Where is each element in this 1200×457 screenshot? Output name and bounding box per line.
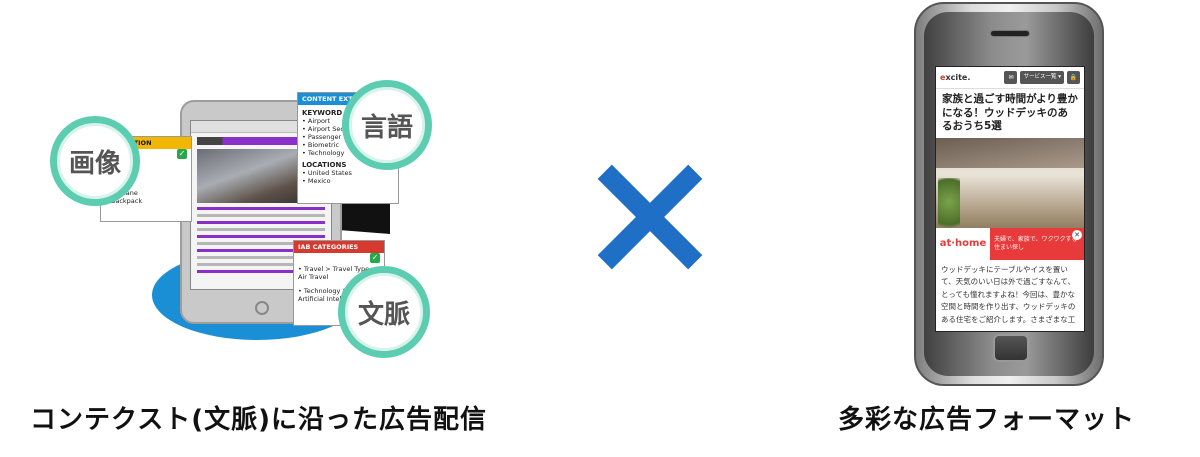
contextual-ad-illustration: EXTRACTION ✓ • Airplane • Backpack CONTE… xyxy=(40,80,460,358)
ad-banner[interactable]: at·home 夫婦で、家族で、ワクワクする住まい探し ✕ xyxy=(936,227,1084,260)
language-bubble: 言語 xyxy=(342,80,432,170)
context-bubble: 文脈 xyxy=(338,266,430,358)
check-icon: ✓ xyxy=(177,149,187,159)
services-menu-button[interactable]: サービス一覧 ▾ xyxy=(1020,71,1064,84)
article-body: ウッドデッキにテーブルやイスを置いて、天気のいい日は外で過ごすなんて、とっても憧… xyxy=(941,264,1076,324)
contextual-ad-caption: コンテクスト(文脈)に沿った広告配信 xyxy=(30,405,487,435)
ad-logo: at·home xyxy=(936,227,990,260)
smartphone-device: excite. ✉ サービス一覧 ▾ 🔒 家族と過ごす時間がより豊かになる！ウッ… xyxy=(914,2,1104,386)
close-icon[interactable]: ✕ xyxy=(1072,229,1082,240)
phone-screen: excite. ✉ サービス一覧 ▾ 🔒 家族と過ごす時間がより豊かになる！ウッ… xyxy=(935,66,1085,332)
mail-icon[interactable]: ✉ xyxy=(1004,71,1018,84)
cross-icon xyxy=(596,163,704,271)
home-button[interactable] xyxy=(993,334,1029,362)
excite-logo: excite. xyxy=(940,73,971,82)
image-bubble: 画像 xyxy=(50,116,140,206)
article-title[interactable]: 家族と過ごす時間がより豊かになる！ウッドデッキのあるおうち5選 xyxy=(942,93,1078,132)
tablet-home-button xyxy=(255,301,269,315)
speaker-slot xyxy=(990,30,1030,37)
check-icon: ✓ xyxy=(370,253,380,263)
ad-text: 夫婦で、家族で、ワクワクする住まい探し xyxy=(994,235,1078,251)
ad-formats-caption: 多彩な広告フォーマット xyxy=(838,405,1136,435)
screen-header: excite. ✉ サービス一覧 ▾ 🔒 xyxy=(936,67,1084,89)
lock-icon[interactable]: 🔒 xyxy=(1067,71,1080,84)
article-photo: at·home 夫婦で、家族で、ワクワクする住まい探し ✕ xyxy=(936,137,1084,260)
